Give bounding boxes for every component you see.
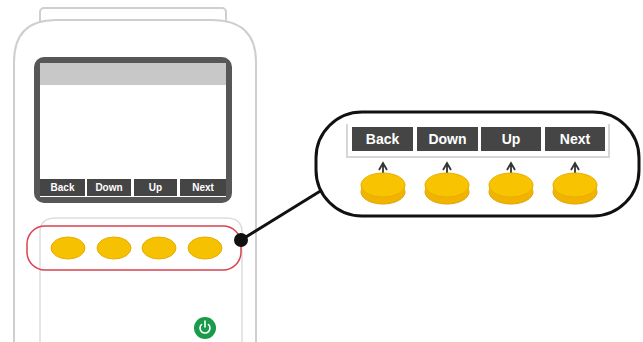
label-text: Down (95, 183, 122, 193)
softkey-label: Back (352, 127, 413, 151)
softkey-label: Up (481, 127, 541, 151)
button-top (425, 173, 469, 197)
callout-bubble (316, 112, 639, 216)
power-button (194, 317, 216, 339)
soft-button (142, 237, 176, 259)
softkey-label: Up (134, 179, 177, 196)
button-top (553, 173, 597, 197)
callout-dot (234, 233, 248, 247)
soft-button (97, 237, 131, 259)
screen-bezel (34, 57, 232, 203)
softkey-label: Down (87, 179, 131, 196)
housing-lower (40, 218, 242, 342)
label-text: Next (192, 183, 214, 193)
highlight-outline (27, 226, 241, 270)
label-text: Up (149, 183, 162, 193)
softkey-label: Next (180, 179, 226, 196)
soft-button (188, 237, 222, 259)
softkey-label: Back (40, 179, 85, 196)
callout-line (241, 190, 322, 240)
softkey-label: Next (545, 127, 605, 151)
label-text: Up (502, 132, 521, 146)
screen (40, 63, 226, 197)
button-top (489, 173, 533, 197)
label-text: Back (51, 183, 75, 193)
screen-title-bar (40, 63, 226, 85)
power-icon (204, 321, 206, 327)
button-top (361, 173, 405, 197)
zoom-buttons (361, 163, 597, 204)
label-text: Next (560, 132, 590, 146)
label-bracket (347, 124, 609, 157)
device-housing (14, 20, 256, 342)
soft-button (51, 237, 85, 259)
softkey-label: Down (417, 127, 478, 151)
label-text: Back (366, 132, 399, 146)
label-text: Down (428, 132, 466, 146)
